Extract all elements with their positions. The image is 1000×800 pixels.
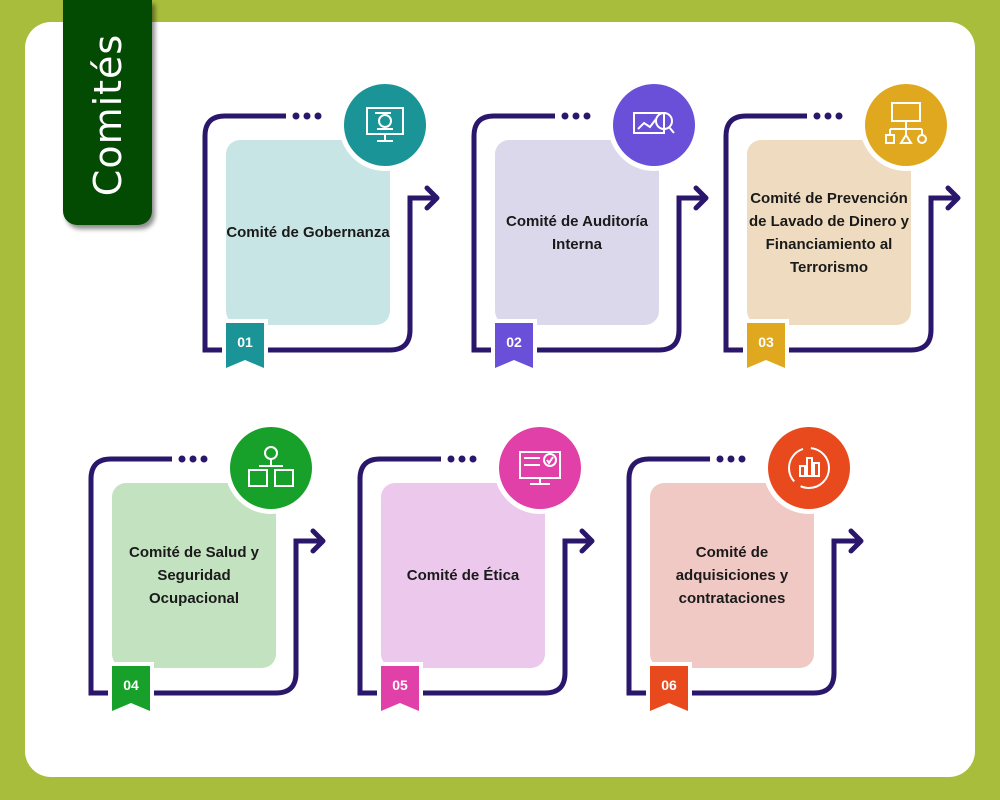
monitor-check-icon [519, 451, 561, 485]
card-label: Comité de Salud y Seguridad Ocupacional [128, 544, 260, 607]
card-frame [723, 113, 957, 353]
card-number: 03 [758, 334, 774, 350]
icon-circle [230, 427, 312, 509]
presentation-board-icon [366, 107, 404, 142]
card-label: Comité de Gobernanza [226, 224, 390, 241]
committee-card-05: Comité de Ética 05 [351, 413, 611, 723]
dots-icon [561, 112, 591, 120]
card-box [112, 483, 276, 668]
dots-icon [813, 112, 843, 120]
card-box [650, 483, 814, 668]
dots-icon [716, 455, 746, 463]
card-label: Comité de Auditoría Interna [506, 212, 648, 253]
title-tab: Comités [63, 0, 152, 225]
arrow-icon [424, 185, 440, 211]
card-label: Comité de Prevención de Lavado de Dinero… [748, 189, 910, 276]
card-box [226, 140, 390, 325]
number-badge [381, 666, 419, 711]
icon-circle [768, 427, 850, 509]
card-frame [88, 456, 322, 696]
committee-card-02: Comité de Auditoría Interna 02 [465, 70, 725, 380]
card-number: 06 [661, 677, 677, 693]
arrow-icon [579, 528, 595, 554]
card-box [381, 483, 545, 668]
number-badge [495, 323, 533, 368]
card-label: Comité de Ética [406, 567, 520, 584]
number-badge [112, 666, 150, 711]
arrow-icon [310, 528, 326, 554]
dots-icon [178, 455, 208, 463]
card-box [747, 140, 911, 325]
dots-icon [292, 112, 322, 120]
committee-card-04: Comité de Salud y Seguridad Ocupacional … [82, 413, 342, 723]
folder-network-icon [885, 102, 927, 144]
audit-magnifier-icon [633, 112, 675, 134]
arrow-icon [848, 528, 864, 554]
committee-card-03: Comité de Prevención de Lavado de Dinero… [717, 70, 977, 380]
icon-circle [344, 84, 426, 166]
card-number: 05 [392, 677, 408, 693]
icon-circle [613, 84, 695, 166]
dots-icon [447, 455, 477, 463]
card-label: Comité de adquisiciones y contrataciones [675, 544, 789, 607]
card-frame [626, 456, 860, 696]
gear-boxes-icon [248, 446, 294, 487]
icon-circle [499, 427, 581, 509]
arrow-icon [945, 185, 961, 211]
number-badge [650, 666, 688, 711]
card-frame [471, 113, 705, 353]
card-number: 02 [506, 334, 522, 350]
committee-card-06: Comité de adquisiciones y contrataciones… [620, 413, 880, 723]
number-badge [747, 323, 785, 368]
committee-card-01: Comité de Gobernanza 01 [196, 70, 456, 380]
page-title: Comités [85, 33, 130, 197]
card-box [495, 140, 659, 325]
card-number: 01 [237, 334, 253, 350]
number-badge [226, 323, 264, 368]
arrow-icon [693, 185, 709, 211]
card-number: 04 [123, 677, 139, 693]
bar-chart-circle-icon [788, 447, 830, 489]
card-frame [202, 113, 436, 353]
card-frame [357, 456, 591, 696]
